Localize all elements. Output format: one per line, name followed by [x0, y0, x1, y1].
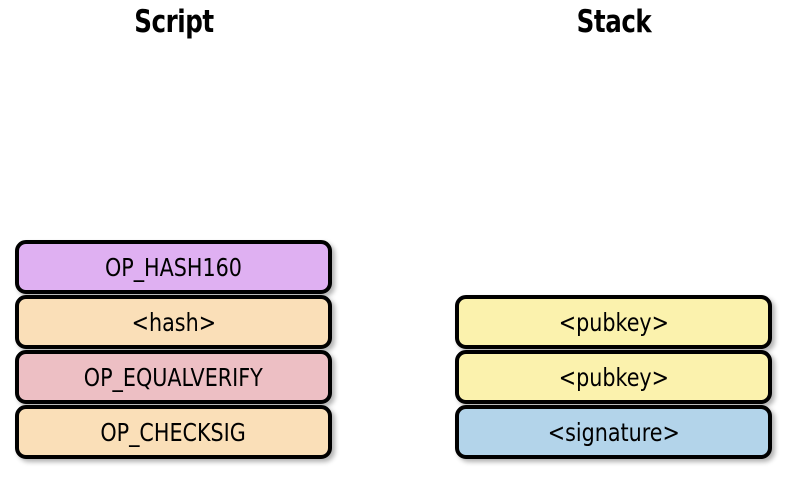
- script-box-label: OP_HASH160: [104, 252, 243, 282]
- stack-box-label: <pubkey>: [558, 307, 669, 337]
- script-box-label: <hash>: [131, 307, 216, 337]
- script-box-label: OP_CHECKSIG: [100, 417, 247, 447]
- script-box-op-hash160: OP_HASH160: [15, 240, 332, 294]
- script-box-op-equalverify: OP_EQUALVERIFY: [15, 350, 332, 404]
- stack-column-title: Stack: [576, 4, 652, 40]
- script-column: OP_HASH160 <hash> OP_EQUALVERIFY OP_CHEC…: [15, 240, 332, 459]
- script-column-title: Script: [134, 4, 214, 40]
- script-box-op-checksig: OP_CHECKSIG: [15, 405, 332, 459]
- stack-column: <pubkey> <pubkey> <signature>: [455, 295, 772, 459]
- stack-box-signature: <signature>: [455, 405, 772, 459]
- script-box-hash: <hash>: [15, 295, 332, 349]
- stack-box-label: <pubkey>: [558, 362, 669, 392]
- stack-box-pubkey-middle: <pubkey>: [455, 350, 772, 404]
- stack-box-pubkey-top: <pubkey>: [455, 295, 772, 349]
- stack-box-label: <signature>: [547, 417, 680, 447]
- script-box-label: OP_EQUALVERIFY: [84, 362, 263, 392]
